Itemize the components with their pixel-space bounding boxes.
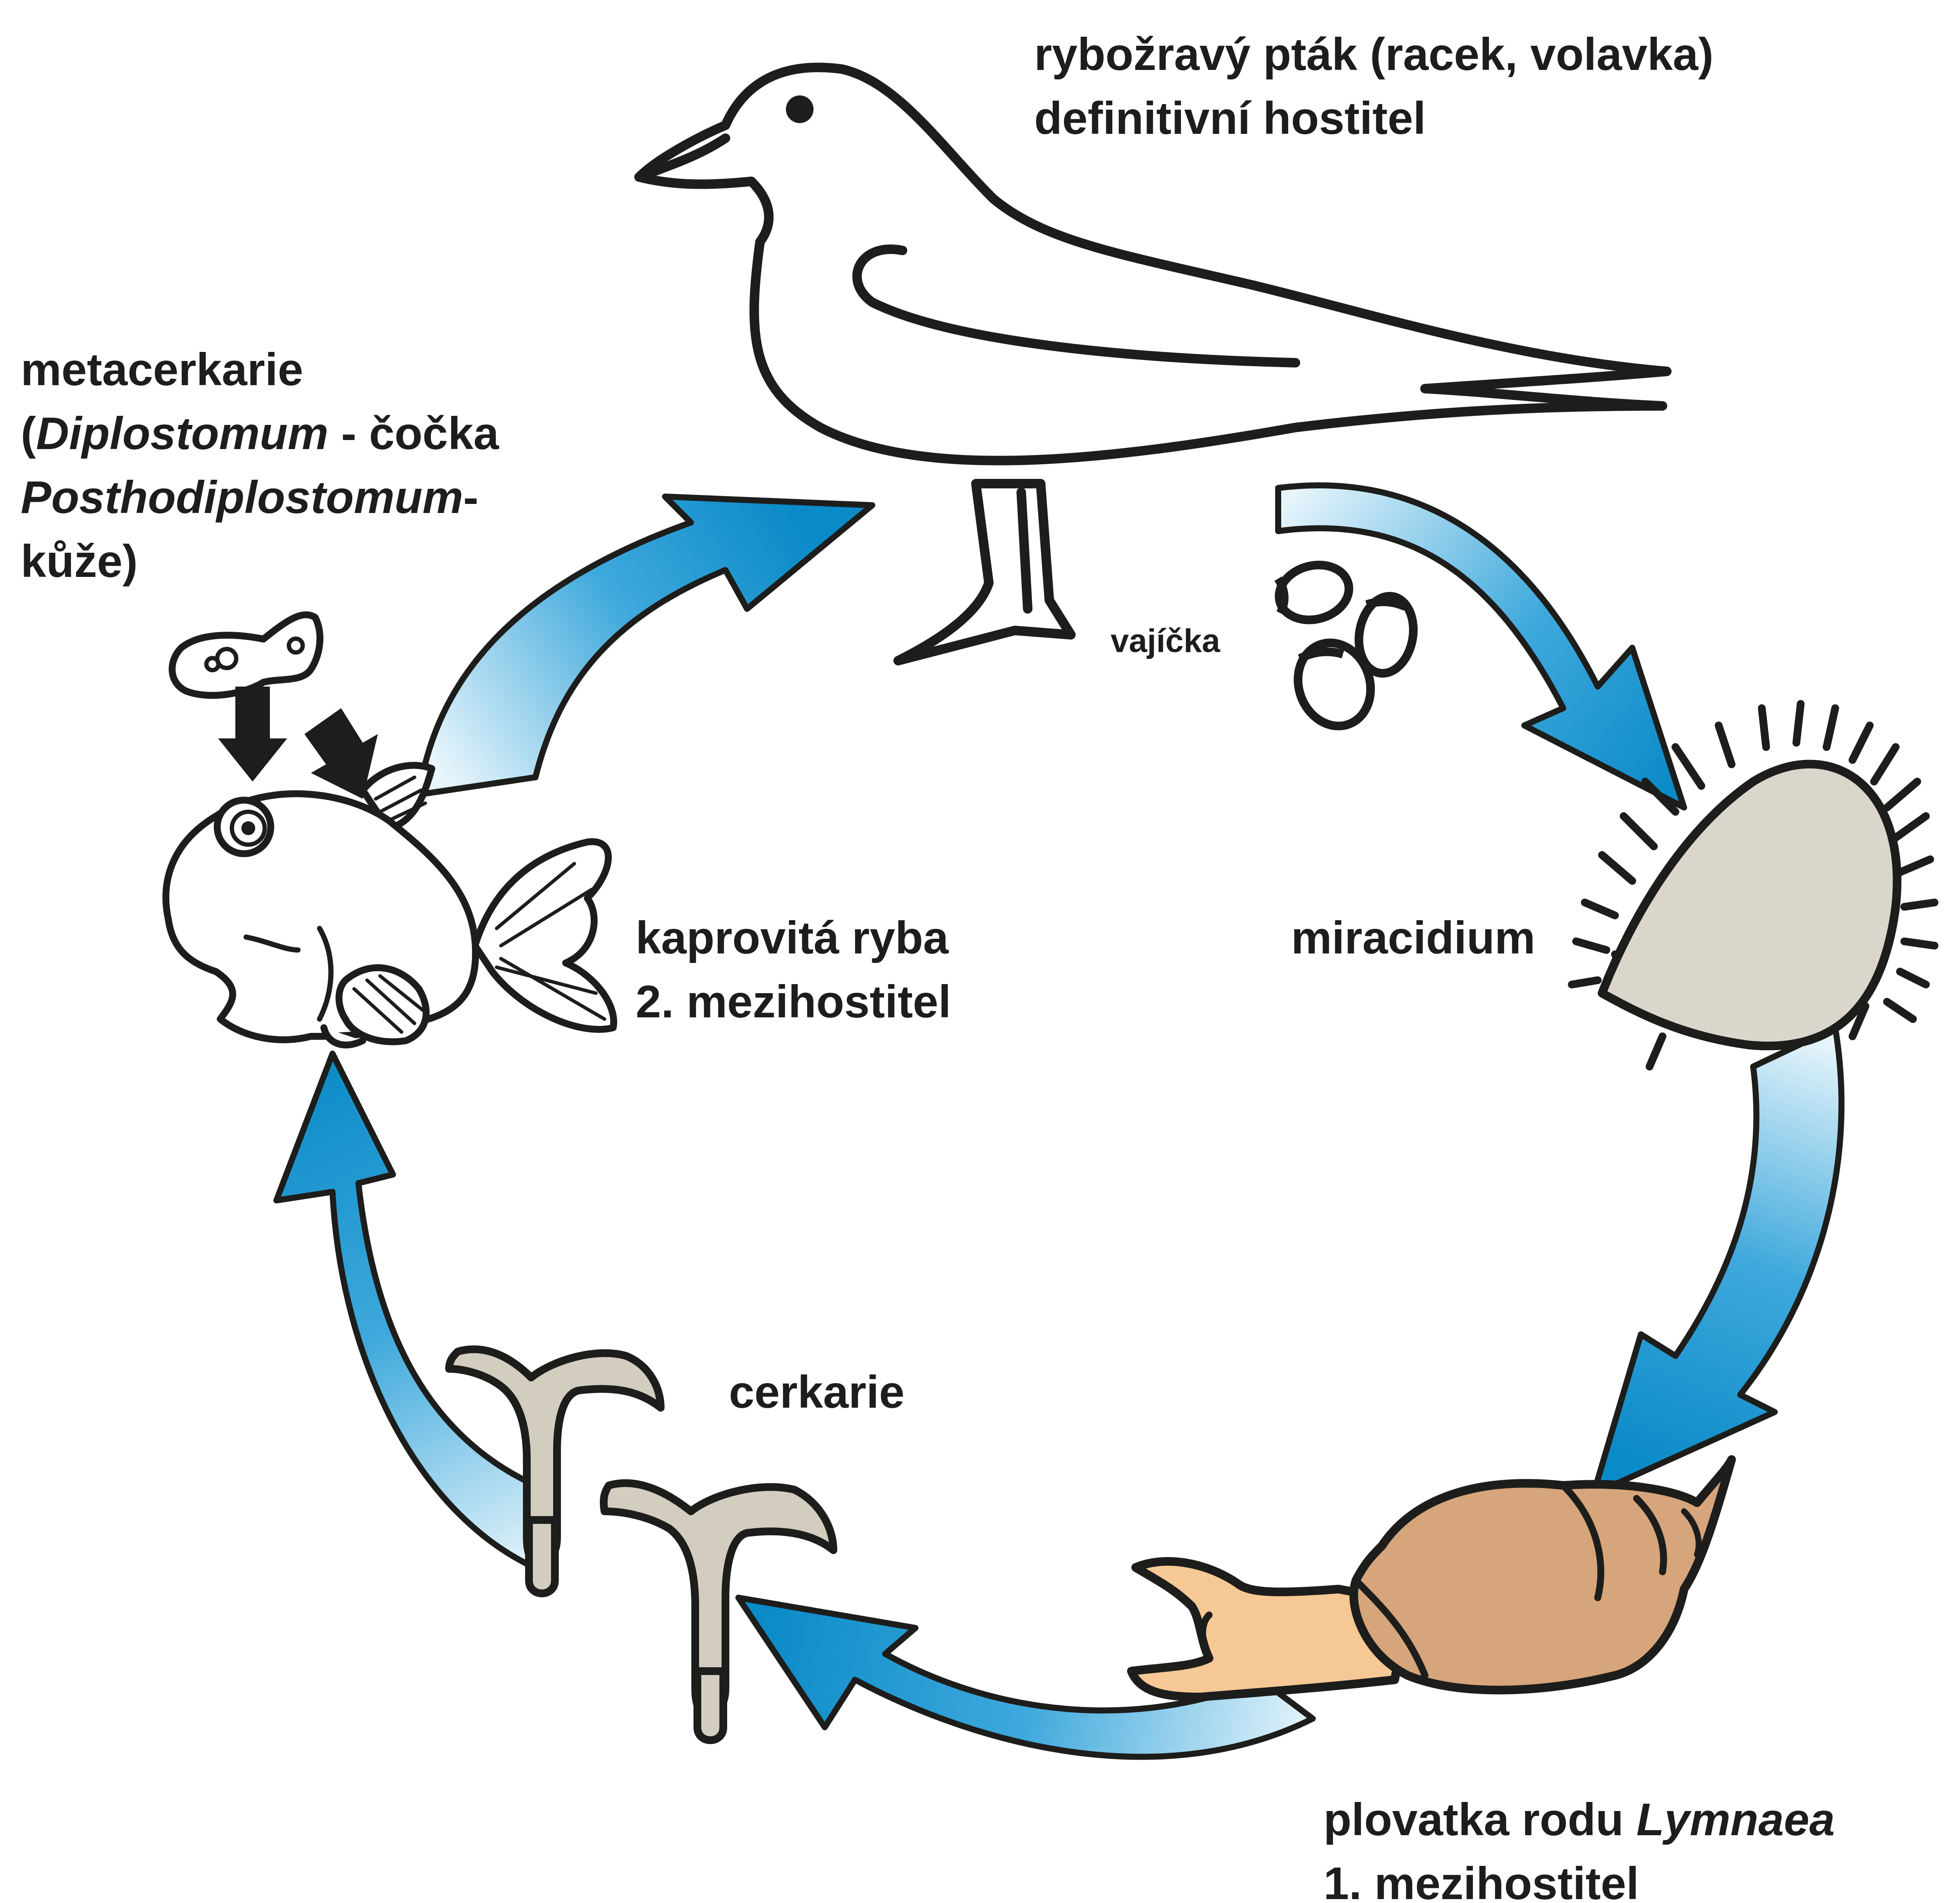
metacercaria-label: metacerkarie (Diplostomum - čočka Postho… bbox=[21, 338, 499, 593]
metacercaria-genus-posthodiplostomum: Posthodiplostomum bbox=[21, 472, 463, 523]
eggs-label: vajíčka bbox=[1111, 622, 1220, 661]
fish-label-line1: kaprovitá ryba bbox=[636, 906, 951, 970]
fish-icon bbox=[166, 765, 614, 1045]
arrow-miracidium-to-snail bbox=[1593, 1028, 1842, 1494]
metacercaria-label-line1: metacerkarie bbox=[21, 338, 499, 402]
snail-icon bbox=[1131, 1460, 1732, 1697]
metacercaria-dash: - bbox=[463, 472, 478, 523]
bird-label-line1: rybožravý pták (racek, volavka) bbox=[1034, 22, 1713, 86]
metacercaria-icon bbox=[172, 615, 320, 696]
arrow-cercariae-to-fish bbox=[276, 1054, 544, 1572]
fish-label: kaprovitá ryba 2. mezihostitel bbox=[636, 906, 951, 1034]
snail-label-line2: 1. mezihostitel bbox=[1324, 1852, 1835, 1903]
bird-label: rybožravý pták (racek, volavka) definiti… bbox=[1034, 22, 1713, 150]
miracidium-label: miracidium bbox=[1291, 906, 1536, 970]
cercariae-label: cerkarie bbox=[729, 1360, 905, 1424]
bird-label-line2: definitivní hostitel bbox=[1034, 86, 1713, 150]
metacercaria-label-line3: Posthodiplostomum- bbox=[21, 465, 499, 529]
metacercaria-label-line4: kůže) bbox=[21, 529, 499, 593]
snail-label-prefix: plovatka rodu bbox=[1324, 1794, 1636, 1845]
metacercaria-label-line2: (Diplostomum - čočka bbox=[21, 402, 499, 465]
eggs-icon bbox=[1273, 557, 1419, 736]
snail-label-genus: Lymnaea bbox=[1636, 1794, 1835, 1845]
fish-label-line2: 2. mezihostitel bbox=[636, 970, 951, 1034]
snail-label-line1: plovatka rodu Lymnaea bbox=[1324, 1788, 1835, 1852]
metacercaria-location-lens: - čočka bbox=[329, 408, 499, 459]
metacercaria-genus-diplostomum: Diplostomum bbox=[36, 408, 328, 459]
snail-label: plovatka rodu Lymnaea 1. mezihostitel bbox=[1324, 1788, 1835, 1903]
metacercaria-open-paren: ( bbox=[21, 408, 36, 459]
pointer-arrow-icon bbox=[218, 687, 378, 799]
